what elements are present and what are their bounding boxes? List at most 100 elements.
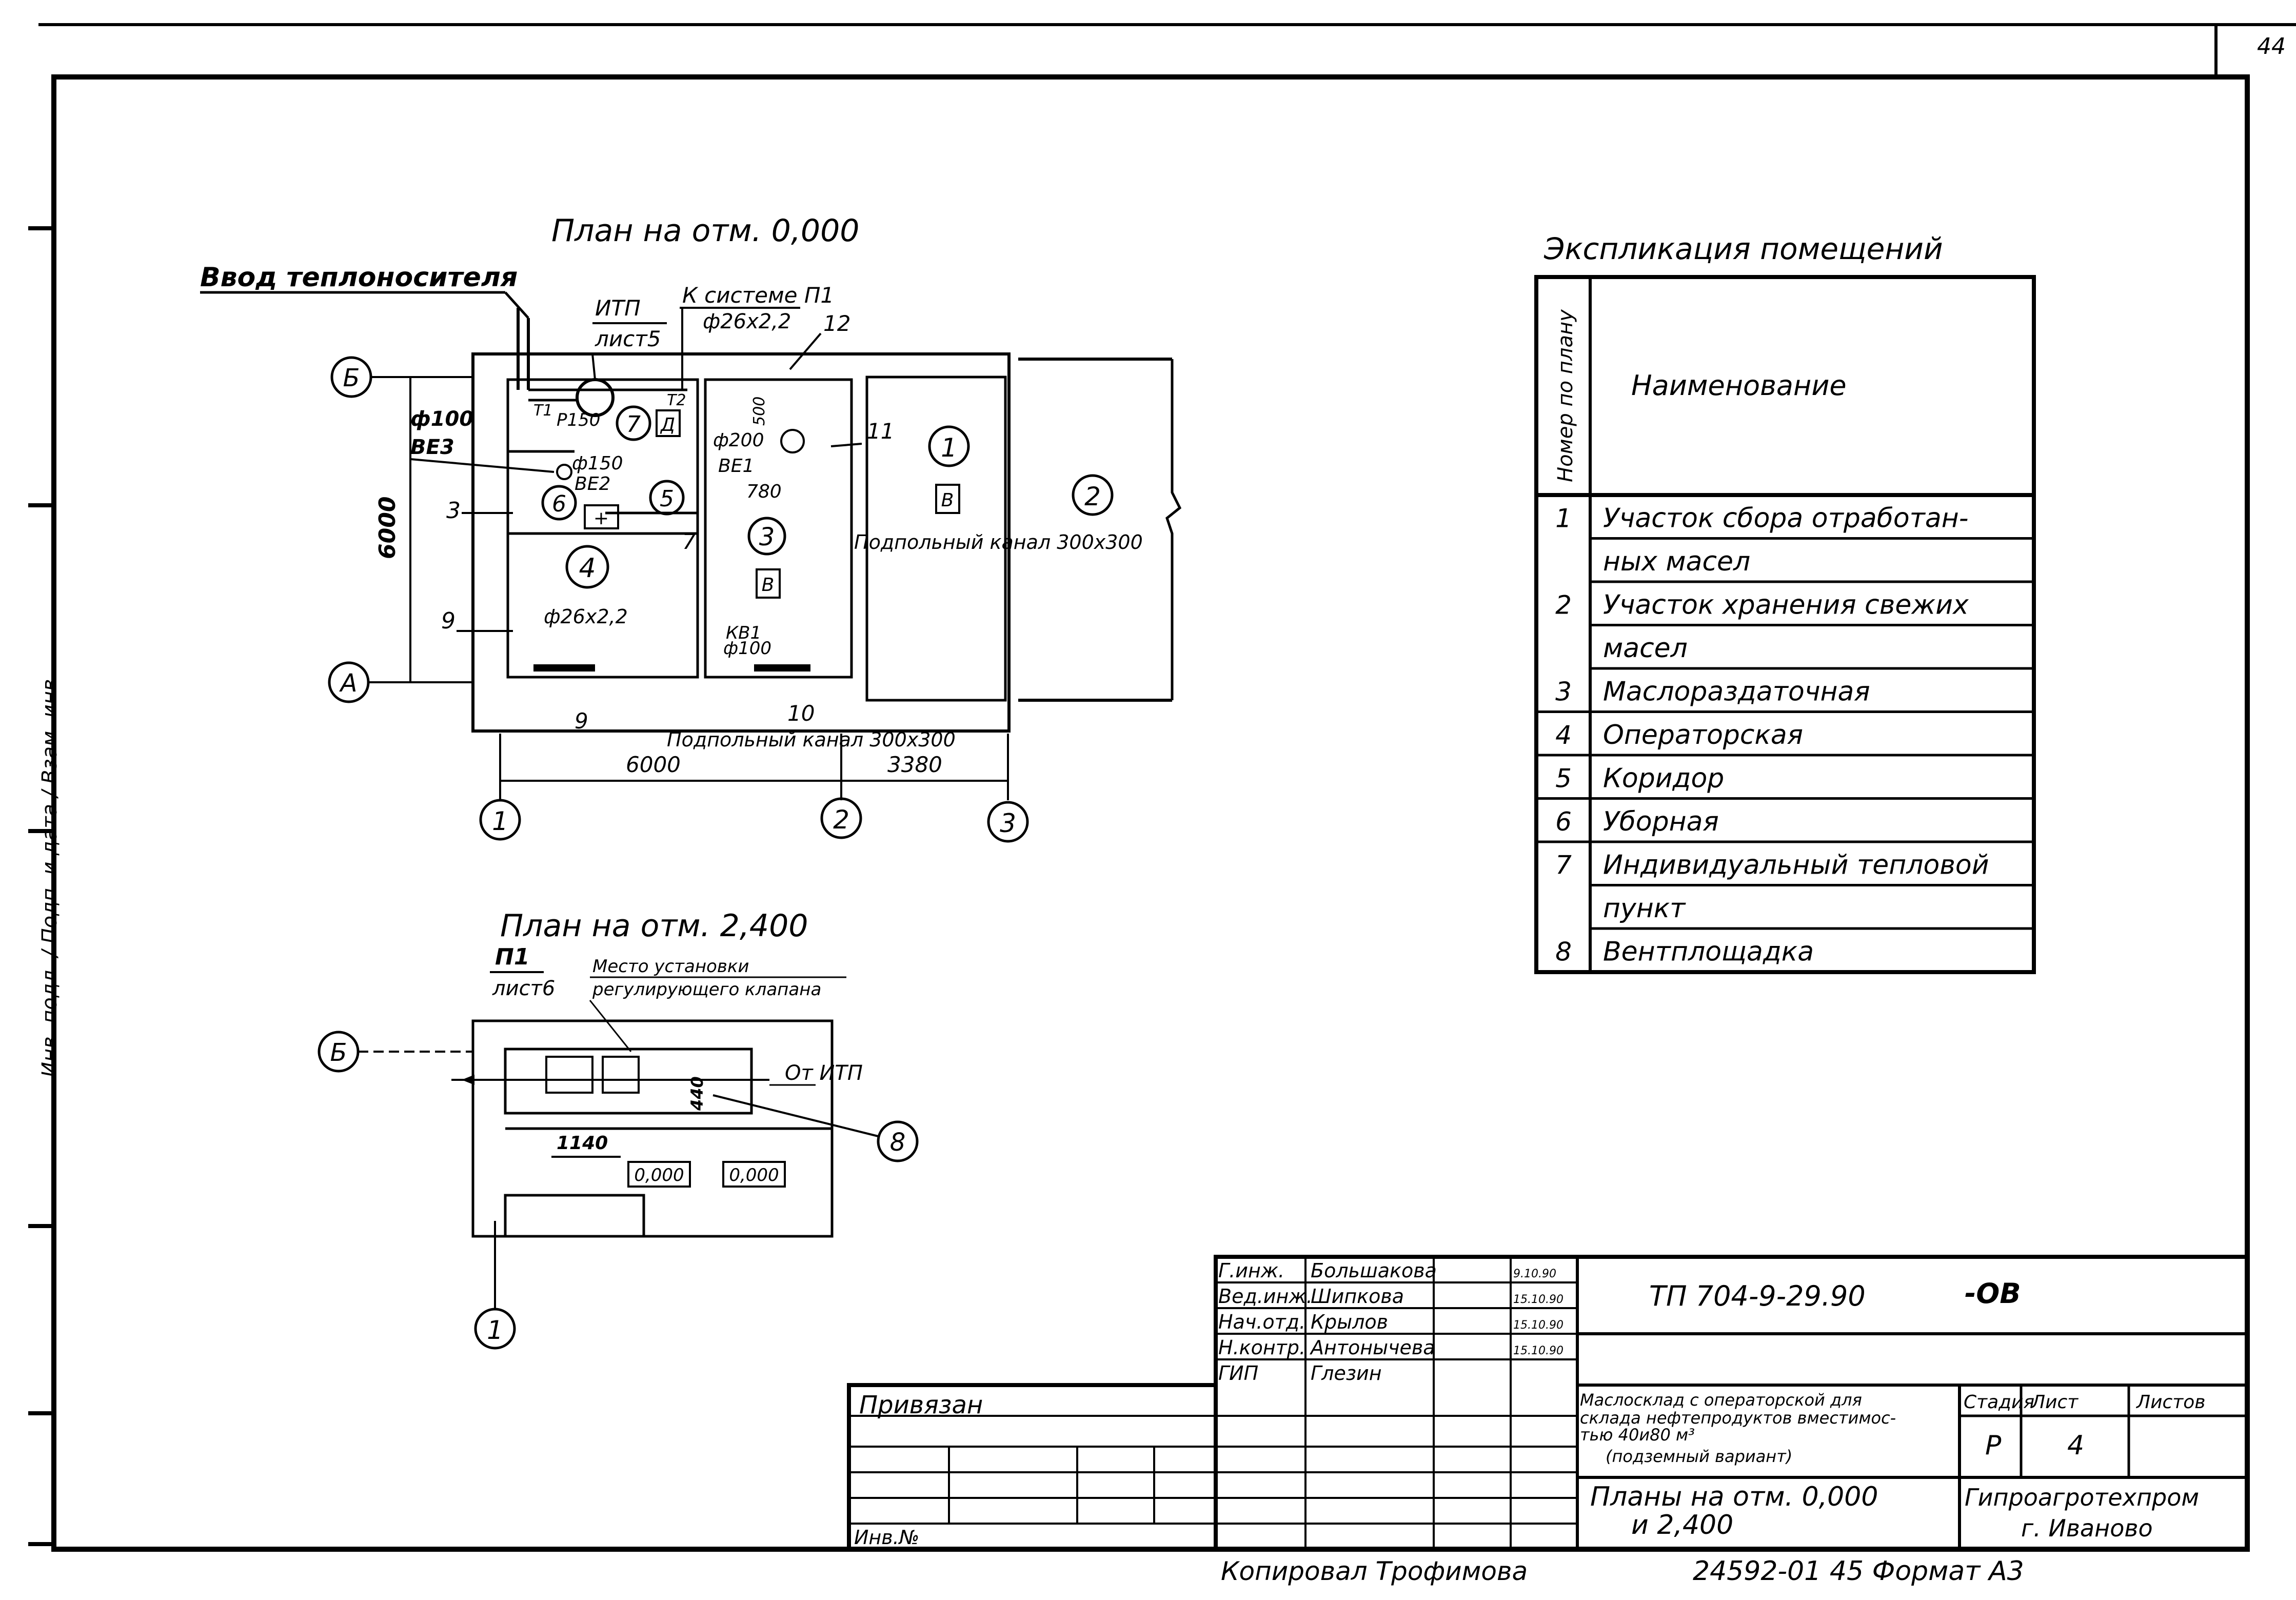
d150-label: ф150 (572, 453, 623, 474)
signer-role: Нач.отд. (1218, 1311, 1305, 1333)
org-line-2: г. Иваново (2021, 1514, 2153, 1542)
stage-value: Р (1985, 1430, 2002, 1461)
plan2-axis-row-b: Б (330, 1038, 347, 1067)
plan-2400: План на отм. 2,400 П1 лист6 Место устано… (318, 908, 919, 1350)
mark-d: Д (660, 414, 675, 436)
signer-name: Антонычева (1309, 1336, 1435, 1359)
col-number-header: Номер по плану (1554, 309, 1577, 482)
sheet-header: Лист (2030, 1392, 2079, 1413)
leader-7: 7 (682, 529, 696, 554)
explication-table: Экспликация помещений Номер по плану Наи… (1534, 231, 2036, 974)
valve-place-label: Место установки (592, 956, 749, 977)
sheet-frame: 44 Инв. подл. / Подп. и дата / Взам. инв… (28, 23, 2296, 1552)
explication-row-number: 2 (1555, 590, 1572, 620)
level-mark-2: 0,000 (729, 1165, 779, 1186)
explication-row-name: Участок хранения свежих (1603, 590, 1969, 621)
page-corner-number: 44 (2257, 33, 2286, 60)
be2-label: ВЕ2 (575, 473, 610, 495)
inv-label: Инв.№ (854, 1526, 919, 1549)
project-line-1: Маслосклад с операторской для (1580, 1390, 1862, 1410)
room-tag-3: 3 (759, 523, 775, 551)
d200-label: ф200 (713, 430, 764, 451)
plan2-axis-col-1: 1 (487, 1315, 503, 1345)
dim-1140: 1140 (557, 1133, 608, 1154)
canal-bottom-label: Подпольный канал 300х300 (667, 728, 956, 751)
axis-col-1: 1 (492, 806, 508, 836)
mark-b-room1: В (941, 490, 954, 511)
leader-9b: 9 (575, 708, 588, 734)
be1-label: ВЕ1 (718, 456, 754, 477)
radiator-left (533, 664, 595, 671)
pipe-size-1: ф26х2,2 (703, 310, 791, 333)
leader-11: 11 (867, 419, 894, 444)
explication-row-name: Участок сбора отработан- (1603, 503, 1969, 534)
signer-role: Н.контр. (1218, 1336, 1305, 1359)
signer-role: Вед.инж. (1218, 1285, 1313, 1308)
itp-sheet-ref: лист5 (595, 326, 661, 351)
explication-row-number: 6 (1555, 807, 1572, 837)
explication-row-name: пункт (1603, 893, 1686, 924)
inlet-label: Ввод теплоносителя (200, 262, 518, 293)
dim-3380: 3380 (887, 752, 942, 777)
leader-12: 12 (823, 311, 850, 336)
kv1-label: КВ1 (726, 623, 761, 643)
d100b-label: ф100 (723, 638, 771, 659)
signer-date: 9.10.90 (1513, 1268, 1556, 1280)
side-stamp: Инв. подл. / Подп. и дата / Взам. инв. (38, 673, 62, 1077)
explication-row-number: 5 (1555, 764, 1572, 794)
from-itp-label: От ИТП (785, 1061, 863, 1085)
building-outline (471, 352, 1011, 733)
valve-place-label-2: регулирующего клапана (592, 979, 821, 1000)
explication-row-number: 8 (1555, 937, 1572, 967)
explication-row-name: Индивидуальный тепловой (1603, 850, 1989, 881)
copied-by: Копировал Трофимова (1221, 1556, 1528, 1586)
explication-row-name: Маслораздаточная (1603, 677, 1870, 707)
p1-sheet-label: лист6 (492, 977, 555, 1000)
dim-6000-horizontal: 6000 (626, 752, 681, 777)
itp-ref: ИТП (595, 295, 641, 321)
explication-row-name: Вентплощадка (1603, 937, 1814, 967)
explication-row-number: 7 (1555, 851, 1572, 880)
plan-0000: План на отм. 0,000 Ввод теплоносителя ИТ… (200, 213, 1182, 843)
be3-label: ВЕ3 (410, 436, 454, 459)
org-line-1: Гипроагротехпром (1965, 1484, 2199, 1511)
p1-label: П1 (495, 944, 529, 970)
mark-b-room3: В (762, 575, 775, 596)
explication-row-name: ных масел (1603, 546, 1750, 577)
d100-label: ф100 (410, 407, 473, 431)
signer-role: ГИП (1218, 1362, 1258, 1385)
dim-6000-vertical: 6000 (374, 497, 401, 559)
explication-row-name: Операторская (1603, 720, 1803, 750)
sheet-title-1: Планы на отм. 0,000 (1590, 1482, 1878, 1512)
leader-10: 10 (787, 701, 815, 726)
doc-suffix: -ОВ (1965, 1277, 2021, 1310)
axis-row-a: А (339, 669, 358, 698)
dim-500: 500 (750, 397, 768, 426)
room-tag-8: 8 (890, 1128, 906, 1157)
signer-date: 15.10.90 (1513, 1319, 1563, 1332)
leader-3: 3 (446, 498, 461, 524)
stamp-line: 24592-01 45 Формат А3 (1693, 1556, 2024, 1587)
sheets-header: Листов (2135, 1392, 2205, 1413)
plan1-title: План на отм. 0,000 (551, 213, 859, 249)
plan2-title: План на отм. 2,400 (500, 908, 808, 944)
room-tag-1: 1 (941, 433, 957, 463)
signer-name: Большакова (1311, 1259, 1437, 1282)
room-tag-2: 2 (1084, 482, 1101, 511)
room-tag-7: 7 (626, 411, 641, 438)
axis-row-b: Б (343, 364, 360, 392)
stage-header: Стадия (1964, 1392, 2034, 1413)
signer-name: Крылов (1311, 1311, 1388, 1333)
project-line-2: склада нефтепродуктов вместимос- (1580, 1408, 1896, 1428)
explication-row-name: масел (1603, 633, 1688, 664)
explication-title: Экспликация помещений (1543, 231, 1943, 266)
p150-label: Р150 (557, 410, 600, 430)
canal-right-label: Подпольный канал 300х300 (854, 531, 1143, 554)
doc-code: ТП 704-9-29.90 (1649, 1280, 1866, 1312)
dim-780: 780 (746, 481, 782, 502)
explication-row-number: 3 (1555, 677, 1572, 707)
mark-plus: + (593, 508, 609, 529)
radiator-right (754, 664, 810, 671)
to-system-label: К системе П1 (682, 283, 834, 308)
room-tag-6: 6 (552, 491, 566, 517)
